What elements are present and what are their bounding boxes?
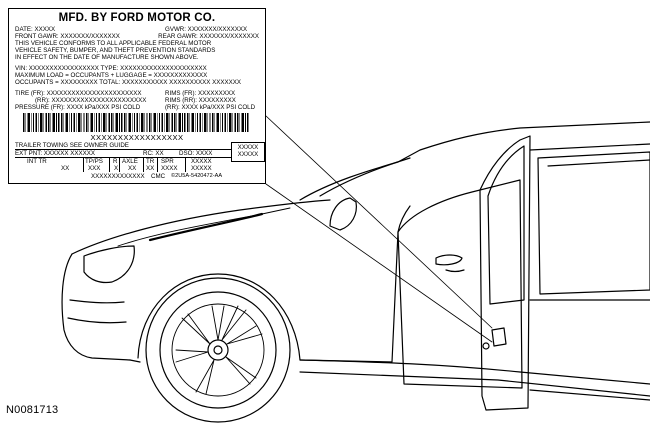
tp-ps-value: XXX [88,165,101,172]
axle-label: AXLE [122,158,138,165]
pressure-rr: (RR): XXXX kPa/XXX PSI COLD [165,104,256,111]
door-latch [482,342,490,350]
ext-pnt-row: EXT PNT: XXXXXX XXXXXX RC: XX DSO: XXXX [15,149,265,158]
label-gvwr: GVWR: XXXXXXX/XXXXXXX [165,26,248,33]
body-side-line [129,359,650,385]
label-date: DATE: XXXXX [15,26,56,33]
hood-crease-dark [148,212,264,242]
rims-rr: RIMS (RR): XXXXXXXXX [165,97,236,104]
rear-window [537,151,650,295]
trailer-towing-line: TRAILER TOWING SEE OWNER GUIDE [15,142,129,149]
callout-line-top [265,115,493,329]
rear-door [529,143,650,401]
barcode [23,113,249,132]
windshield-line [319,157,411,197]
tire-rr: (RR): XXXXXXXXXXXXXXXXXXXXXXX [35,97,147,104]
code-box: XXXXX XXXXX [231,142,265,162]
certification-label: MFD. BY FORD MOTOR CO. DATE: XXXXX GVWR:… [8,8,266,184]
front-wheel [145,277,291,423]
r-label: R [113,158,118,165]
door-lock [445,269,465,273]
label-front-gawr: FRONT GAWR: XXXXXXX/XXXXXXX [15,33,120,40]
axle-value: XX [128,165,137,172]
cmc-label: CMC [151,173,166,180]
front-wheel-arch [137,273,301,361]
r-value: X [114,165,119,172]
serial-number: XXXXXXXXXXXXX [91,173,145,180]
tr-value: XX [146,165,155,172]
dso-code: DSO: XXXX [179,150,213,157]
pressure-fr: PRESSURE (FR): XXXX kPa/XXX PSI COLD [15,104,141,111]
rocker-panel [299,371,650,397]
door-jamb [491,327,507,347]
rear-window-inner [547,159,650,167]
pressure-row: PRESSURE (FR): XXXX kPa/XXX PSI COLD (RR… [15,104,259,111]
tire-rr-row: (RR): XXXXXXXXXXXXXXXXXXXXXXX RIMS (RR):… [15,97,259,104]
open-door-window [487,145,525,305]
figure-id: N0081713 [6,404,59,416]
code-box-bottom: XXXXX [237,151,259,158]
side-mirror [329,197,357,231]
conformity-line-1: THIS VEHICLE CONFORMS TO ALL APPLICABLE … [15,40,212,47]
spr-value: XXXX [161,165,178,172]
spr-label: SPR [161,158,174,165]
max-load-line: MAXIMUM LOAD = OCCUPANTS + LUGGAGE = XXX… [15,72,208,79]
tr-label: TR [146,158,155,165]
label-title: MFD. BY FORD MOTOR CO. [58,12,216,24]
occupants-line: OCCUPANTS = XXXXXXXXX TOTAL: XXXXXXXXXXX… [15,79,241,86]
callout-line-bottom [265,183,493,343]
conformity-line-2: VEHICLE SAFETY, BUMPER, AND THEFT PREVEN… [15,47,216,54]
conformity-line-3: IN EFFECT ON THE DATE OF MANUFACTURE SHO… [15,54,199,61]
int-tr-label: INT TR [27,158,47,165]
front-fender [299,205,411,363]
front-fascia [61,253,131,361]
rc-code: RC: XX [143,150,164,157]
code-box-top: XXXXX [237,144,259,151]
open-door-frame [479,135,531,411]
front-door [397,179,523,389]
gawr-row: FRONT GAWR: XXXXXXX/XXXXXXX REAR GAWR: X… [15,33,259,40]
part-number: ©2U5A-5420472-AA [171,173,223,179]
grille [67,299,127,324]
tp-ps-label: TP/PS [85,158,103,165]
rims-fr: RIMS (FR): XXXXXXXXX [165,90,236,97]
tire-fr-row: TIRE (FR): XXXXXXXXXXXXXXXXXXXXXXX RIMS … [15,90,259,97]
door-handle [435,254,463,266]
code-grid: INT TR XX TP/PS XXX R X AXLE XX TR XX SP… [15,158,259,184]
col-x-value: XXXXX [191,165,212,172]
ext-pnt: EXT PNT: XXXXXX XXXXXX [15,150,96,157]
headlamp [83,245,135,284]
int-tr-value: XX [61,165,70,172]
car-roof-line [299,121,650,201]
date-gvwr-row: DATE: XXXXX GVWR: XXXXXXX/XXXXXXX [15,26,259,33]
barcode-value: XXXXXXXXXXXXXXXXX [90,133,184,142]
tire-fr: TIRE (FR): XXXXXXXXXXXXXXXXXXXXXXX [15,90,142,97]
label-rear-gawr: REAR GAWR: XXXXXXX/XXXXXXX [158,33,259,40]
col-x-label: XXXXX [191,158,212,165]
vin-type-line: VIN: XXXXXXXXXXXXXXXXX TYPE: XXXXXXXXXXX… [15,65,207,72]
car-hood [71,199,331,255]
